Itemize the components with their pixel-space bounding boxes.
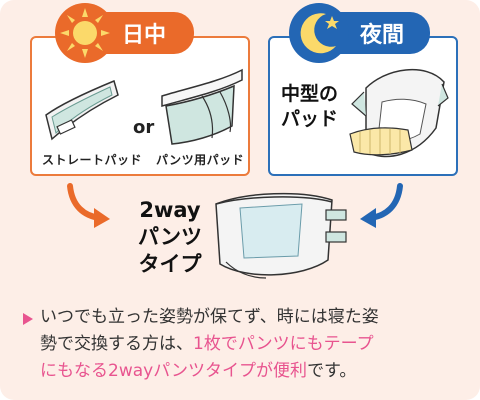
pants-pad-illustration	[161, 68, 243, 145]
note-line-2: 勢で交換する方は、1枚でパンツにもテープ	[40, 331, 374, 358]
note-line-1: いつでも立った姿勢が保てず、時には寝た姿	[40, 304, 379, 331]
note-line-1-text: いつでも立った姿勢が保てず、時には寝た姿	[40, 307, 379, 327]
diaper-with-pad-illustration	[349, 68, 449, 158]
note-line-3: にもなる2wayパンツタイプが便利です。	[40, 358, 356, 385]
sun-icon	[55, 3, 115, 63]
caption-pants-pad: パンツ用パッド	[156, 153, 245, 167]
note-line-2-plain: 勢で交換する方は、	[40, 334, 193, 354]
moon-icon	[289, 3, 349, 63]
pants-type-line-1: 2way	[139, 198, 201, 222]
arrow-icon-right	[360, 183, 403, 228]
caption-straight-pad: ストレートパッド	[42, 153, 143, 167]
night-pad-label-2: パッド	[281, 108, 339, 130]
arrow-icon-left	[67, 183, 110, 228]
pants-diaper-illustration	[215, 192, 347, 279]
pants-type-line-2: パンツ	[137, 225, 203, 249]
pants-type-line-3: タイプ	[138, 252, 202, 276]
night-label-text: 夜間	[360, 23, 405, 48]
or-text: or	[133, 117, 155, 138]
straight-pad-illustration	[45, 79, 119, 141]
note-line-3-highlight: にもなる2wayパンツタイプが便利	[40, 361, 308, 381]
day-label-text: 日中	[122, 23, 167, 48]
note-line-2-highlight: 1枚でパンツにもテープ	[193, 334, 374, 354]
night-pad-label-1: 中型の	[281, 83, 339, 105]
bullet-triangle-icon	[23, 313, 33, 325]
note-line-3-plain: です。	[307, 361, 357, 381]
